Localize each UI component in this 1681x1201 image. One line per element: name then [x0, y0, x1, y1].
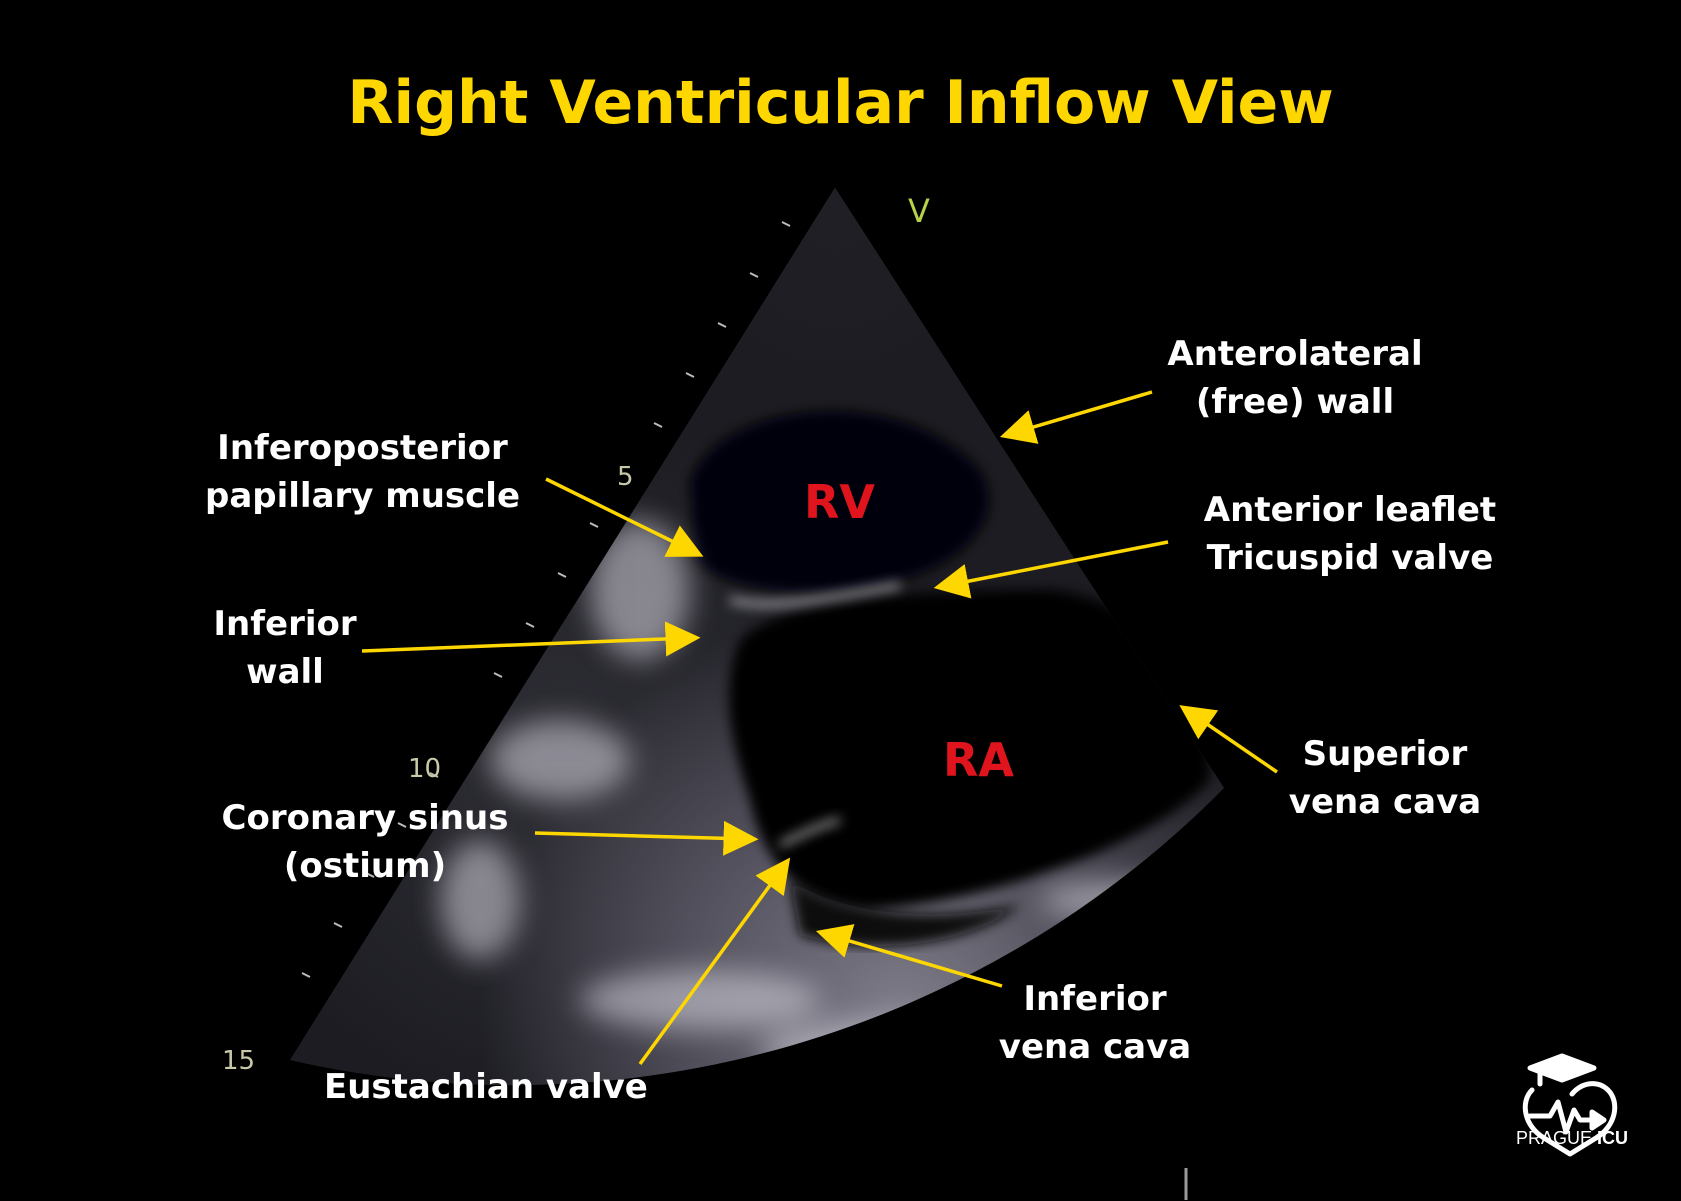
arrow-eustachian-valve — [638, 857, 791, 1066]
label-anterolateral-wall: Anterolateral (free) wall — [1167, 334, 1423, 422]
label-inferoposterior-papillary-muscle: Inferoposterior papillary muscle — [204, 428, 521, 516]
label-inferior-wall: Inferior wall — [213, 604, 357, 692]
orientation-marker: V — [908, 192, 930, 230]
chamber-label-rv: RV — [804, 475, 876, 529]
depth-label-5: 5 — [617, 462, 634, 492]
arrow-inferior-wall — [361, 621, 701, 657]
logo-text: PRAGUE ICU — [1516, 1128, 1629, 1148]
arrow-coronary-sinus — [534, 820, 759, 856]
arrow-inferior-vena-cava — [815, 924, 1003, 988]
depth-label-10: 10 — [408, 754, 442, 784]
label-anterior-leaflet-tricuspid-valve: Anterior leaflet Tricuspid valve — [1203, 490, 1497, 578]
depth-label-15: 15 — [222, 1046, 256, 1076]
depth-ticks — [301, 221, 791, 978]
label-inferior-vena-cava: Inferior vena cava — [998, 979, 1192, 1067]
chamber-label-ra: RA — [943, 733, 1015, 787]
arrow-anterior-leaflet — [933, 540, 1169, 599]
heart-ecg-graduation-cap-icon — [1522, 1053, 1618, 1157]
figure-title: Right Ventricular Inflow View — [347, 68, 1334, 138]
arrow-superior-vena-cava — [1179, 705, 1278, 774]
label-coronary-sinus-ostium: Coronary sinus (ostium) — [221, 798, 509, 886]
arrow-inferoposterior-papillary — [545, 477, 704, 557]
label-eustachian-valve: Eustachian valve — [324, 1067, 648, 1107]
arrow-anterolateral-wall — [999, 390, 1153, 444]
label-superior-vena-cava: Superior vena cava — [1288, 734, 1482, 822]
